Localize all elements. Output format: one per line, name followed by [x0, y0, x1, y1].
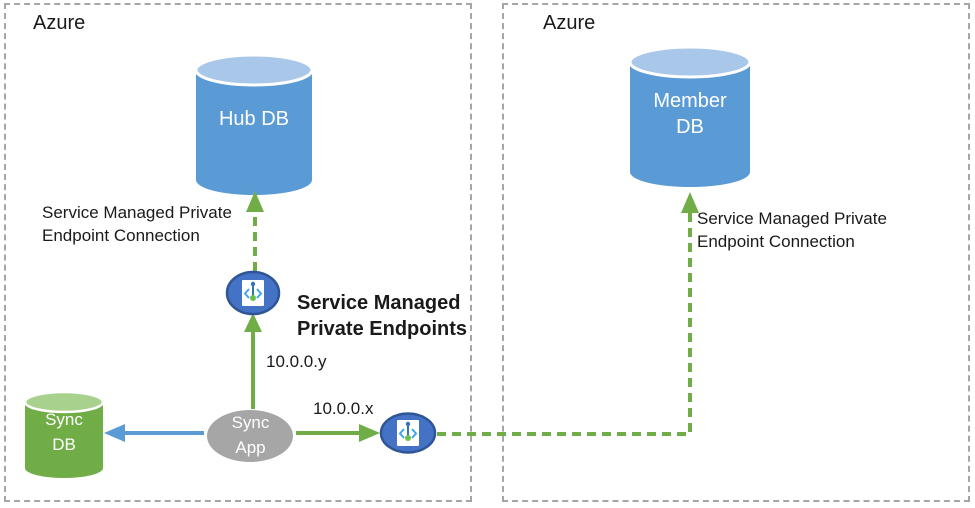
azure-region-right-label: Azure	[543, 12, 596, 34]
sync-db-cylinder	[23, 390, 105, 478]
private-endpoint-icon	[398, 421, 418, 441]
private-endpoint-2	[379, 412, 437, 454]
arrow-endpoint2-to-memberdb-head	[681, 192, 699, 213]
sync-db-label: Sync DB	[45, 410, 83, 454]
sync-app-label: Sync App	[231, 413, 270, 457]
member-db-cylinder-top	[628, 45, 752, 79]
private-endpoint-icon	[243, 281, 263, 301]
arrow-syncapp-to-endpoint2-head	[359, 424, 380, 442]
left-connection-label: Service Managed Private Endpoint Connect…	[42, 203, 232, 245]
hub-db-cylinder-body	[196, 70, 312, 195]
member-db-cylinder	[628, 45, 752, 187]
ip-label-y: 10.0.0.y	[266, 352, 327, 371]
azure-region-left	[4, 3, 472, 502]
sync-app-ellipse	[207, 410, 293, 462]
arrow-endpoint2-to-memberdb	[437, 192, 699, 436]
hub-db-cylinder	[194, 53, 314, 195]
sync-db-cylinder-top	[23, 390, 105, 414]
arrow-endpoint2-to-memberdb-shaft	[437, 213, 692, 436]
arrow-syncapp-to-syncdb	[104, 424, 204, 442]
arrow-syncapp-to-syncdb-head	[104, 424, 125, 442]
arrow-endpoint1-to-hubdb-head	[246, 191, 264, 212]
sync-db-cylinder-body	[25, 402, 103, 478]
hub-db-cylinder-top	[194, 53, 314, 87]
azure-region-right	[502, 3, 970, 502]
member-db-label: Member DB	[653, 90, 727, 139]
azure-region-left-label: Azure	[33, 12, 86, 34]
member-db-cylinder-body	[630, 62, 750, 187]
arrow-endpoint1-to-hubdb	[246, 191, 264, 271]
arrow-syncapp-to-endpoint1-head	[244, 313, 262, 332]
ip-label-x: 10.0.0.x	[313, 399, 374, 418]
service-managed-private-endpoints-title: Service Managed Private Endpoints	[297, 292, 468, 340]
arrow-syncapp-to-endpoint2	[296, 424, 380, 442]
private-endpoint-1	[225, 270, 281, 316]
hub-db-label: Hub DB	[218, 108, 290, 130]
right-connection-label: Service Managed Private Endpoint Connect…	[697, 209, 887, 251]
arrow-syncapp-to-endpoint1	[244, 313, 262, 409]
